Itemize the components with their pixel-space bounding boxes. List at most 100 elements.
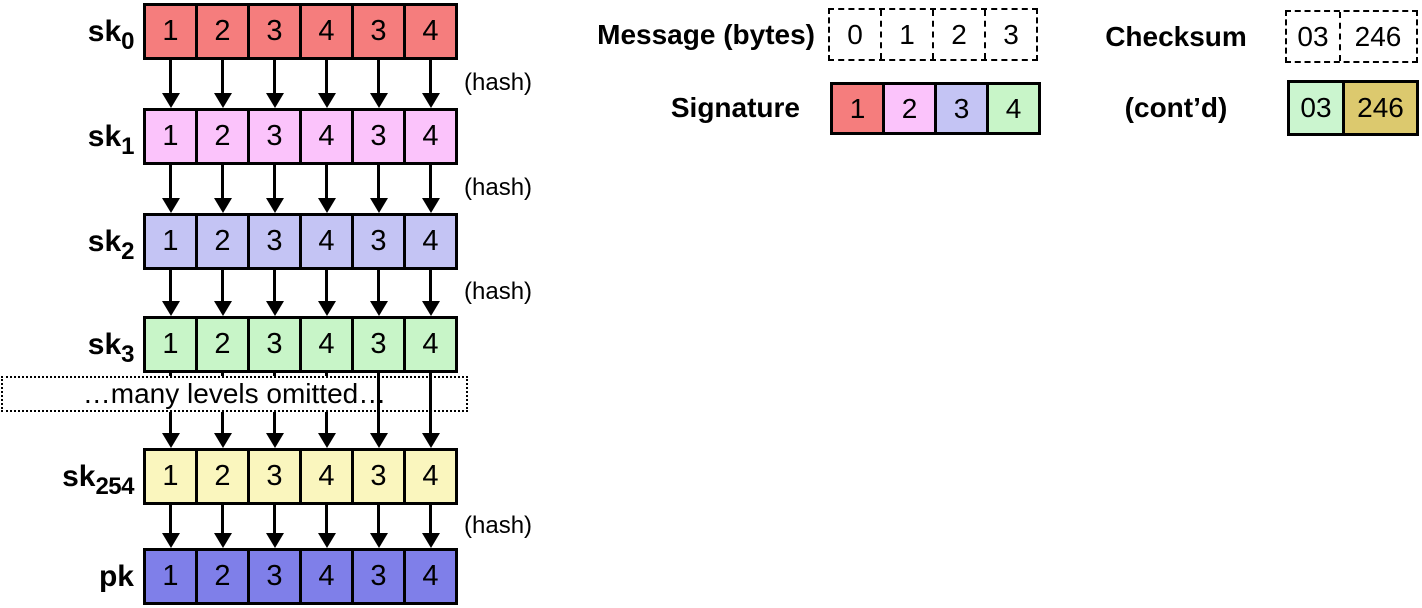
sk254-cell-2: 2 — [198, 451, 247, 502]
sk1-cell-5: 3 — [354, 111, 403, 162]
sk0-cell-1: 1 — [146, 6, 195, 57]
hash-arrow-line — [429, 270, 432, 303]
hash-arrow-head — [317, 93, 336, 108]
hash-arrow-line — [377, 60, 380, 95]
message-byte-cell-2: 1 — [880, 10, 932, 59]
hash-arrow-head — [369, 93, 388, 108]
message-byte-cell-4: 3 — [984, 10, 1036, 59]
sk254-cell-1: 1 — [146, 451, 195, 502]
hash-arrow-head — [421, 533, 440, 548]
signature-label: Signature — [670, 92, 800, 123]
contd-cell-1: 03 — [1290, 83, 1342, 133]
contd-label: (cont’d) — [1124, 92, 1228, 123]
sk3-cell-5: 3 — [354, 319, 403, 370]
hash-arrow-head — [265, 533, 284, 548]
sk2-label-subscript: 2 — [121, 237, 134, 265]
hash-arrow-line — [169, 60, 172, 95]
sk3-cell-6: 4 — [406, 319, 455, 370]
pk-cell-5: 3 — [354, 551, 403, 602]
hash-arrow-line — [429, 165, 432, 200]
sk2-cell-4: 4 — [302, 216, 351, 267]
hash-label: (hash) — [464, 511, 533, 539]
hash-arrow-line — [273, 505, 276, 535]
hash-arrow-head — [369, 533, 388, 548]
checksum-label: Checksum — [1105, 20, 1247, 52]
pk-label-text: pk — [98, 559, 134, 593]
sk3-label-subscript: 3 — [121, 340, 134, 368]
sk254-label-subscript: 254 — [95, 472, 134, 500]
signature-cell-2: 2 — [885, 85, 934, 132]
hash-label: (hash) — [464, 69, 533, 96]
hash-arrow-line — [325, 165, 328, 200]
sk0-label-text: sk — [87, 14, 122, 48]
hash-arrow-line — [221, 60, 224, 95]
sk1-cell-4: 4 — [302, 111, 351, 162]
hash-arrow-head — [421, 198, 440, 213]
signature-cell-4: 4 — [989, 85, 1038, 132]
sk3-label-text: sk — [87, 327, 122, 361]
signature-cell-3: 3 — [937, 85, 986, 132]
hash-arrow-head — [265, 93, 284, 108]
sk0-cell-3: 3 — [250, 6, 299, 57]
hash-arrow-head — [213, 93, 232, 108]
hash-arrow-head — [421, 433, 440, 448]
sk0-cell-6: 4 — [406, 6, 455, 57]
hash-arrow-line — [325, 505, 328, 535]
hash-arrow-line — [169, 165, 172, 200]
sk0-cell-2: 2 — [198, 6, 247, 57]
sk1-label-text: sk — [87, 119, 122, 153]
message-byte-cell-1: 0 — [847, 18, 863, 50]
hash-arrow-head — [161, 198, 180, 213]
checksum-row: 03 246 — [1285, 10, 1418, 63]
hash-arrow-line — [169, 270, 172, 303]
sk2-cell-3: 3 — [250, 216, 299, 267]
sk0-label-subscript: 0 — [121, 27, 134, 55]
sk1-cell-1: 1 — [146, 111, 195, 162]
pk-cell-3: 3 — [250, 551, 299, 602]
contd-cell-2: 246 — [1345, 83, 1416, 133]
message-bytes-label: Message (bytes) — [597, 18, 815, 50]
sk1-cell-3: 3 — [250, 111, 299, 162]
checksum-cell-2: 246 — [1339, 12, 1415, 61]
sk254-cell-6: 4 — [406, 451, 455, 502]
message-byte-cell-3: 2 — [932, 10, 984, 59]
sk254-cell-3: 3 — [250, 451, 299, 502]
omitted-levels-box: …many levels omitted… — [1, 376, 468, 412]
hash-arrow-head — [317, 301, 336, 316]
pk-cell-4: 4 — [302, 551, 351, 602]
hash-arrow-head — [317, 433, 336, 448]
sk0-cell-4: 4 — [302, 6, 351, 57]
hash-arrow-line — [377, 505, 380, 535]
pk-cell-2: 2 — [198, 551, 247, 602]
sk1-cell-6: 4 — [406, 111, 455, 162]
sk254-cell-4: 4 — [302, 451, 351, 502]
sk3-cell-2: 2 — [198, 319, 247, 370]
hash-arrow-line — [325, 60, 328, 95]
sk1-label-subscript: 1 — [121, 132, 134, 160]
sk2-cell-1: 1 — [146, 216, 195, 267]
hash-arrow-line — [273, 270, 276, 303]
hash-arrow-line — [325, 270, 328, 303]
hash-arrow-head — [317, 533, 336, 548]
hash-arrow-line — [273, 60, 276, 95]
checksum-cell-1: 03 — [1297, 20, 1329, 52]
hash-arrow-head — [265, 198, 284, 213]
hash-arrow-head — [213, 301, 232, 316]
hash-arrow-line — [429, 505, 432, 535]
hash-arrow-head — [161, 433, 180, 448]
hash-arrow-head — [421, 93, 440, 108]
pk-cell-1: 1 — [146, 551, 195, 602]
hash-arrow-head — [369, 198, 388, 213]
sk3-cell-4: 4 — [302, 319, 351, 370]
sk2-cell-6: 4 — [406, 216, 455, 267]
sk2-label-text: sk — [87, 224, 122, 258]
